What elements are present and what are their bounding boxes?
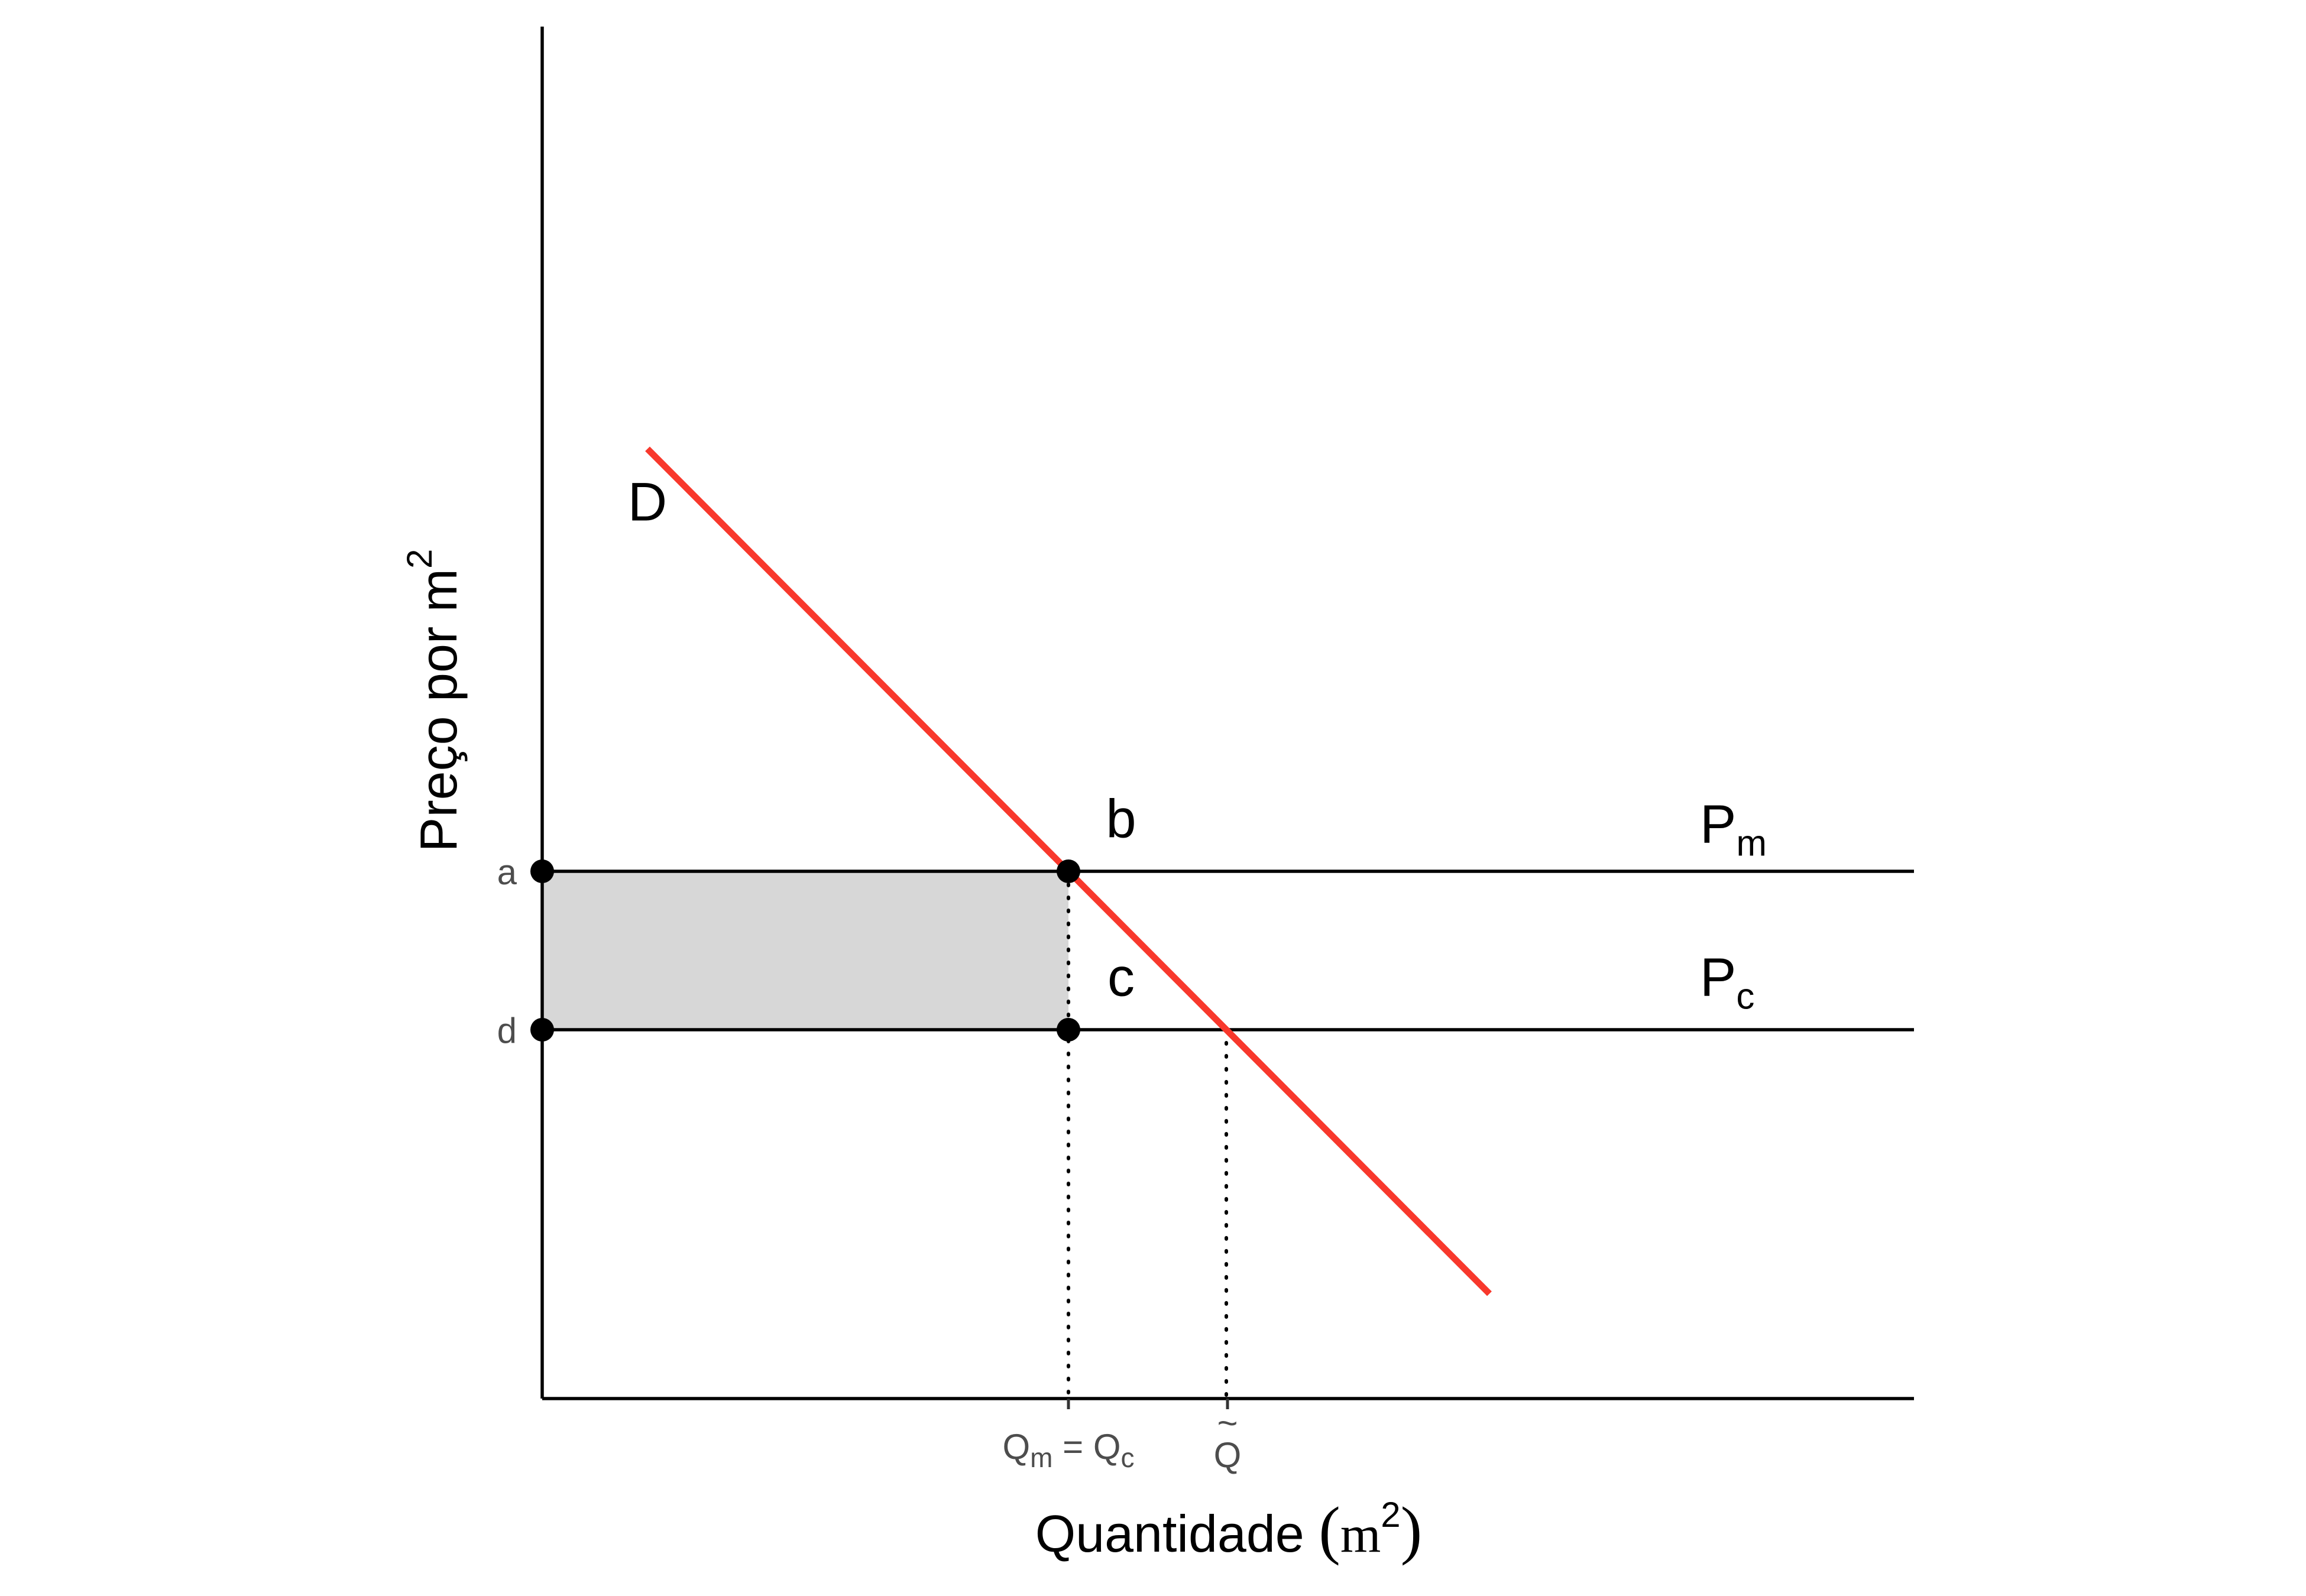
price-label-m: Pm [1700, 794, 1767, 864]
y-tick-label-d: d [497, 1011, 517, 1050]
price-label-base: P [1700, 948, 1736, 1008]
y-tick-label-a: a [497, 852, 517, 892]
x-tick-label-qm-qc: Qm = Qc [1002, 1427, 1134, 1473]
price-label-sub: m [1736, 823, 1767, 864]
axis-titles: Quantidade (m2) Preço por m2 [400, 549, 1422, 1566]
x-axis-title-text: Quantidade [1035, 1504, 1304, 1563]
point-4 [1057, 1018, 1080, 1042]
y-axis-title: Preço por m2 [400, 549, 468, 852]
x-tick-label-eq: = [1052, 1427, 1093, 1467]
x-tick-label-tilde: ~ [1217, 1403, 1238, 1443]
x-axis-unit-exponent: 2 [1381, 1495, 1400, 1535]
y-axis-unit-exponent: 2 [400, 549, 439, 569]
shaded-rectangle [542, 871, 1068, 1030]
x-tick-label-s2: c [1121, 1442, 1135, 1473]
x-tick-label-q1: Q [1002, 1427, 1030, 1467]
x-axis-unit-paren-open: ( [1319, 1494, 1340, 1566]
x-axis-unit-base: m [1340, 1506, 1381, 1563]
point-1 [530, 859, 554, 883]
x-tick-label-s1: m [1030, 1442, 1052, 1473]
price-label-sub: c [1736, 977, 1754, 1017]
x-tick-label-q-tilde: Q [1214, 1435, 1242, 1475]
x-axis-unit-paren-close: ) [1401, 1494, 1423, 1566]
point-3 [530, 1018, 554, 1042]
x-tick-label-q2: Q [1093, 1427, 1121, 1467]
y-axis-unit-base: m [409, 569, 468, 612]
price-label-c: Pc [1700, 948, 1754, 1017]
annotation-c: c [1107, 948, 1135, 1008]
annotation-D: D [628, 472, 667, 533]
point-2 [1057, 859, 1080, 883]
annotation-b: b [1106, 789, 1136, 849]
price-label-base: P [1700, 794, 1736, 855]
x-axis-title: Quantidade (m2) [1035, 1494, 1423, 1566]
y-axis-title-text: Preço por [409, 627, 468, 852]
